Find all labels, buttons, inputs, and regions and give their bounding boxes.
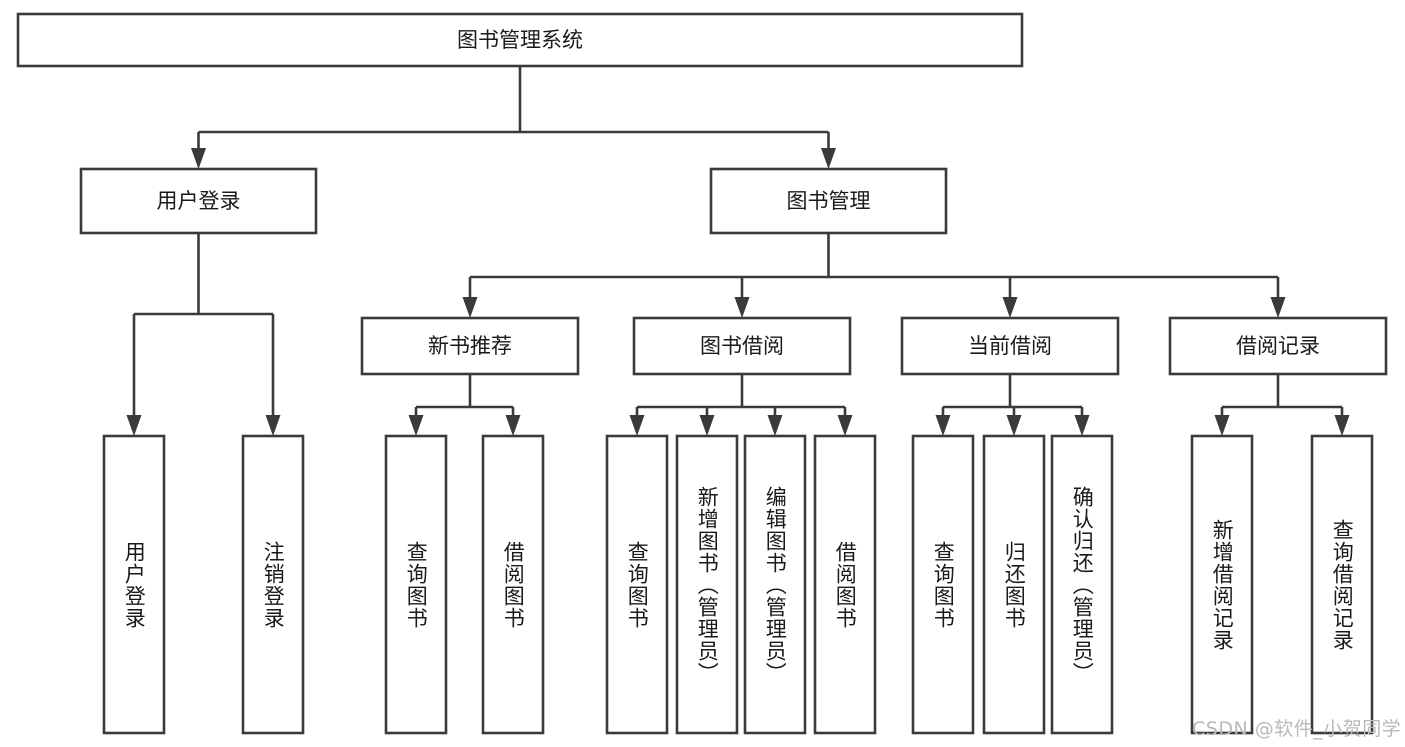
level3-arrow-1-arrowhead: [734, 297, 750, 318]
node-book-borrow-leaf-arrow-1-arrowhead: [699, 415, 715, 436]
node-user-login-label: 用户登录: [157, 189, 241, 213]
user-login-leaf-arrow-1-arrowhead: [265, 415, 281, 436]
node-book-borrow-leaf-arrow-0-arrowhead: [629, 415, 645, 436]
node-cb-return-book-box[interactable]: [982, 434, 1046, 735]
node-user-login-box[interactable]: [79, 167, 318, 235]
node-book-borrow-leaf-arrow-2-arrowhead: [767, 415, 783, 436]
node-book-borrow-leaf-arrow-3-arrowhead: [837, 415, 853, 436]
node-br-add-record-box[interactable]: [1190, 434, 1254, 735]
node-borrow-record-leaf-arrow-1-arrowhead: [1334, 415, 1350, 436]
level3-arrow-3-arrowhead: [1270, 297, 1286, 318]
node-new-book-recommend-label: 新书推荐: [428, 334, 512, 358]
node-book-borrow-box[interactable]: [632, 316, 852, 376]
level2-arrow-1-arrowhead: [821, 148, 836, 169]
node-new-book-recommend-box[interactable]: [360, 316, 580, 376]
node-current-borrow-box[interactable]: [900, 316, 1120, 376]
node-user-logout-box[interactable]: [241, 434, 305, 735]
node-br-query-record-box[interactable]: [1310, 434, 1374, 735]
node-bb-edit-book-box[interactable]: [743, 434, 807, 735]
node-bb-query-book-box[interactable]: [605, 434, 669, 735]
node-current-borrow-leaf-arrow-1-arrowhead: [1006, 415, 1022, 436]
level2-arrow-0-arrowhead: [191, 148, 206, 169]
level3-arrow-2-arrowhead: [1002, 297, 1018, 318]
node-cb-query-book-box[interactable]: [911, 434, 975, 735]
connectors-layer: [126, 66, 1350, 436]
node-current-borrow-leaf-arrow-0-arrowhead: [935, 415, 951, 436]
node-bb-borrow-book-box[interactable]: [813, 434, 877, 735]
node-root-box[interactable]: [16, 12, 1024, 68]
node-cb-confirm-return-box[interactable]: [1050, 434, 1114, 735]
node-nbr-borrow-book-box[interactable]: [481, 434, 545, 735]
level3-arrow-0-arrowhead: [462, 297, 478, 318]
node-nbr-query-book-box[interactable]: [384, 434, 448, 735]
node-borrow-record-box[interactable]: [1168, 316, 1388, 376]
node-user-login-do-box[interactable]: [102, 434, 166, 735]
node-borrow-record-label: 借阅记录: [1236, 334, 1320, 358]
node-borrow-record-leaf-arrow-0-arrowhead: [1214, 415, 1230, 436]
node-current-borrow-label: 当前借阅: [968, 334, 1052, 358]
node-book-manage-label: 图书管理: [787, 189, 871, 213]
node-new-book-recommend-leaf-arrow-0-arrowhead: [408, 415, 424, 436]
node-bb-add-book-box[interactable]: [675, 434, 739, 735]
watermark: CSDN @软件_小贺同学: [1192, 718, 1402, 740]
node-new-book-recommend-leaf-arrow-1-arrowhead: [505, 415, 521, 436]
node-root-label: 图书管理系统: [457, 28, 583, 52]
user-login-leaf-arrow-0-arrowhead: [126, 415, 142, 436]
node-current-borrow-leaf-arrow-2-arrowhead: [1074, 415, 1090, 436]
node-book-borrow-label: 图书借阅: [700, 334, 784, 358]
node-book-manage-box[interactable]: [709, 167, 948, 235]
